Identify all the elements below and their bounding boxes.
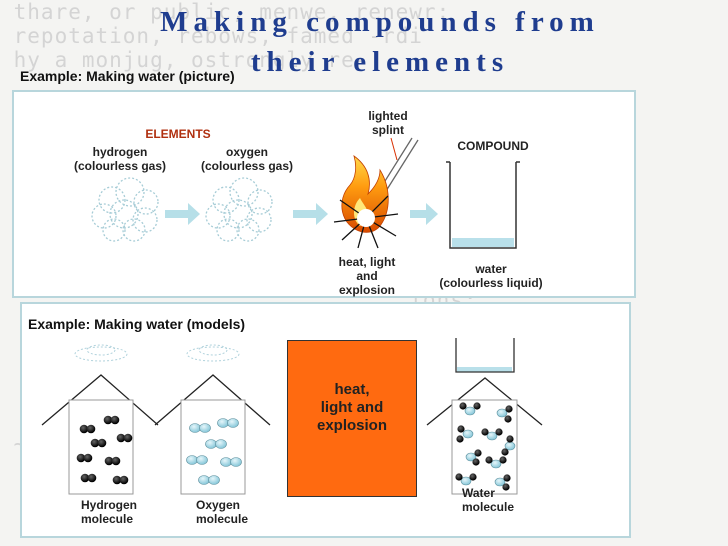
hydrogen-molecule-label: Hydrogen molecule: [81, 498, 138, 526]
reaction-label: heat, light and explosion: [338, 255, 396, 297]
picture-section-heading: Example: Making water (picture): [20, 68, 235, 84]
elements-label: ELEMENTS: [145, 127, 211, 141]
hydrogen-molecules: [76, 415, 133, 485]
page-title: Making compounds from their elements: [160, 6, 600, 78]
water-beaker-model: [426, 338, 543, 495]
oxygen-molecule-label: Oxygen molecule: [196, 498, 249, 526]
oxygen-label: oxygen (colourless gas): [200, 145, 294, 173]
hydrogen-gas-jar-model: [41, 344, 159, 495]
water-beaker: [446, 161, 520, 249]
hydrogen-label: hydrogen (colourless gas): [73, 145, 167, 173]
models-section-heading: Example: Making water (models): [28, 316, 246, 332]
oxygen-gas-cloud: [205, 177, 273, 242]
oxygen-gas-jar-model: [154, 344, 271, 495]
explosion-core: [357, 209, 375, 227]
water-molecule-label: Water molecule: [462, 486, 515, 514]
reaction-box: heat, light and explosion: [287, 340, 417, 497]
reaction-arrows: [165, 203, 438, 225]
water-molecules: [455, 402, 516, 491]
hydrogen-gas-cloud: [91, 177, 159, 242]
reaction-box-text: heat, light and explosion: [316, 381, 387, 434]
oxygen-molecules: [186, 418, 242, 485]
compound-label: COMPOUND: [457, 139, 529, 153]
water-label: water (colourless liquid): [439, 262, 543, 290]
splint-label: lighted splint: [368, 109, 408, 137]
